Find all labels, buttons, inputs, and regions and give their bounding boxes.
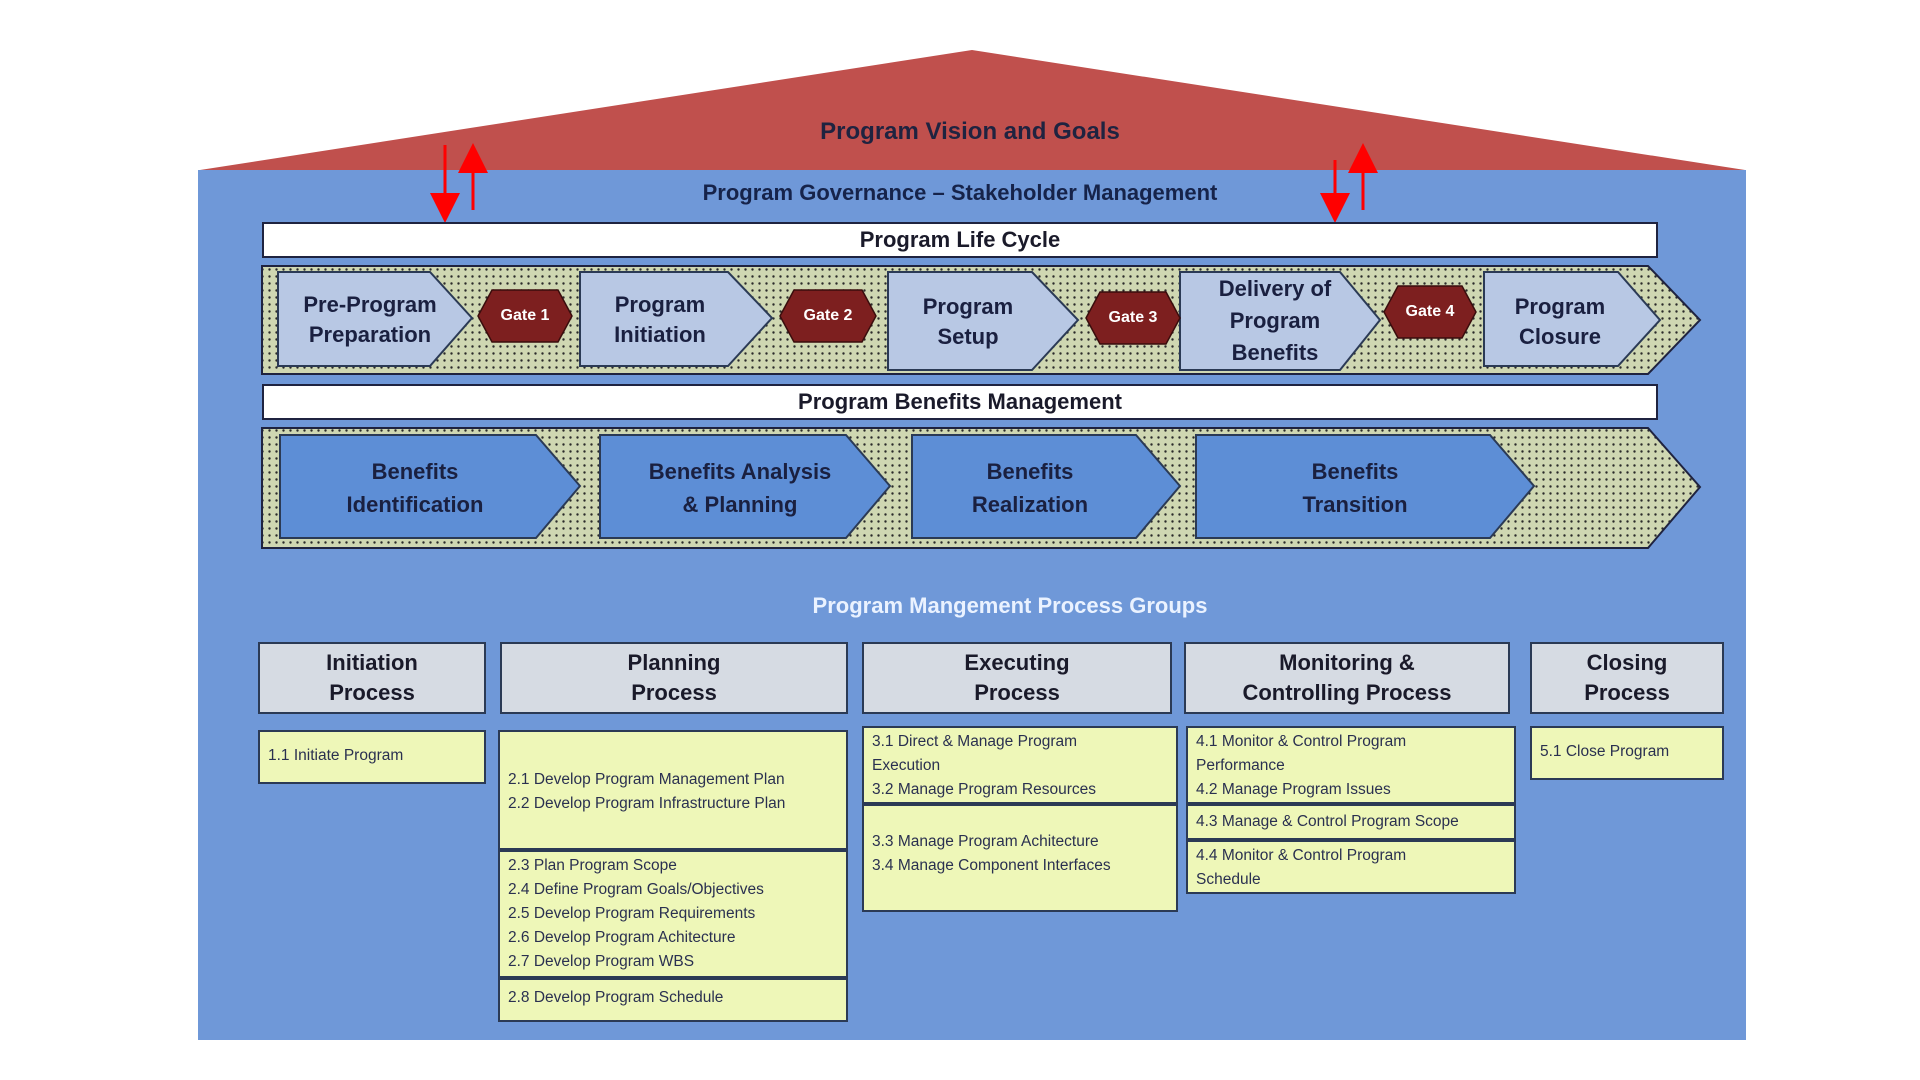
governance-arrows <box>430 143 1378 223</box>
phase-label-line1: Pre-Program <box>303 292 437 317</box>
executing-box-1: 3.1 Direct & Manage Program Execution 3.… <box>862 726 1178 804</box>
lifecycle-banner: Program Life Cycle <box>262 222 1658 258</box>
process-item: 2.3 Plan Program Scope <box>508 857 677 874</box>
header-planning: Planning Process <box>500 642 848 714</box>
header-line1: Executing <box>964 650 1070 675</box>
phase-label-line1: Program <box>614 292 706 317</box>
benefit-label-line2: Realization <box>971 492 1089 517</box>
phase-label-line3: Benefits <box>1231 340 1319 365</box>
header-line1: Monitoring & <box>1279 650 1415 675</box>
header-line2: Controlling Process <box>1242 680 1452 705</box>
header-executing: Executing Process <box>862 642 1172 714</box>
benefit-label-line2: & Planning <box>682 492 798 517</box>
gate-4-hex <box>1383 285 1477 339</box>
header-line1: Planning <box>627 650 721 675</box>
phase-label-line1: Program <box>1514 294 1606 319</box>
gate-3-hex <box>1085 291 1181 345</box>
benefit-label-line2: Identification <box>346 492 484 517</box>
header-initiation: Initiation Process <box>258 642 486 714</box>
phase-label-line1: Delivery of <box>1218 276 1332 301</box>
chevron-delivery <box>1179 271 1382 371</box>
phase-initiation: Program Initiation <box>580 280 740 360</box>
process-item: 2.6 Develop Program Achitecture <box>508 929 736 946</box>
phase-label-line2: Initiation <box>614 322 706 347</box>
header-line2: Process <box>974 680 1060 705</box>
process-item: 3.3 Manage Program Achitecture <box>872 833 1099 850</box>
process-item: Performance <box>1196 757 1285 774</box>
phase-label-line2: Program <box>1229 308 1321 333</box>
gate-1-label: Gate 1 <box>500 307 550 324</box>
process-item: 2.1 Develop Program Management Plan <box>508 771 785 788</box>
planning-box-2: 2.3 Plan Program Scope 2.4 Define Progra… <box>498 850 848 978</box>
phase-label-line2: Closure <box>1519 324 1601 349</box>
gate-3-label: Gate 3 <box>1108 309 1158 326</box>
process-item: 2.8 Develop Program Schedule <box>508 989 724 1006</box>
planning-box-1: 2.1 Develop Program Management Plan 2.2 … <box>498 730 848 850</box>
process-item: 2.5 Develop Program Requirements <box>508 905 756 922</box>
process-item: Schedule <box>1196 871 1261 888</box>
process-item: 1.1 Initiate Program <box>268 747 404 764</box>
benefit-label-line1: Benefits <box>986 459 1074 484</box>
process-item: 2.2 Develop Program Infrastructure Plan <box>508 795 786 812</box>
gate-2-label: Gate 2 <box>803 307 853 324</box>
process-item: 3.4 Manage Component Interfaces <box>872 857 1111 874</box>
monitoring-box-2: 4.3 Manage & Control Program Scope <box>1186 804 1516 840</box>
gate-2-hex <box>779 289 877 343</box>
benefit-analysis-planning: Benefits Analysis & Planning <box>610 446 870 530</box>
benefit-label-line2: Transition <box>1302 492 1408 517</box>
header-line2: Process <box>1584 680 1670 705</box>
process-item: 4.2 Manage Program Issues <box>1196 781 1391 798</box>
process-item: 2.7 Develop Program WBS <box>508 953 695 970</box>
process-item: 4.1 Monitor & Control Program <box>1196 733 1407 750</box>
process-item: Execution <box>872 757 941 774</box>
initiation-box: 1.1 Initiate Program <box>258 730 486 784</box>
monitoring-box-3: 4.4 Monitor & Control Program Schedule <box>1186 840 1516 894</box>
benefit-label-line1: Benefits <box>1311 459 1399 484</box>
chevron-benefits-analysis <box>599 434 892 539</box>
governance-title: Program Governance – Stakeholder Managem… <box>702 180 1218 205</box>
phase-label-line2: Preparation <box>308 322 432 347</box>
header-line2: Process <box>631 680 717 705</box>
phase-label-line2: Setup <box>937 324 999 349</box>
gate-4-label: Gate 4 <box>1405 303 1455 320</box>
header-closing: Closing Process <box>1530 642 1724 714</box>
gate-1-hex <box>477 289 573 343</box>
phase-delivery: Delivery of Program Benefits <box>1180 274 1370 368</box>
benefit-identification: Benefits Identification <box>290 446 540 530</box>
planning-box-3: 2.8 Develop Program Schedule <box>498 978 848 1022</box>
header-line1: Initiation <box>326 650 418 675</box>
process-item: 3.1 Direct & Manage Program <box>872 733 1078 750</box>
benefit-label-line1: Benefits <box>371 459 459 484</box>
chevron-initiation <box>579 271 774 367</box>
process-item: 3.2 Manage Program Resources <box>872 781 1097 798</box>
process-groups-title: Program Mangement Process Groups <box>812 593 1208 618</box>
phase-closure: Program Closure <box>1480 282 1640 362</box>
header-line1: Closing <box>1586 650 1668 675</box>
header-monitoring: Monitoring & Controlling Process <box>1184 642 1510 714</box>
chevron-benefits-identification <box>279 434 582 539</box>
executing-box-2: 3.3 Manage Program Achitecture 3.4 Manag… <box>862 804 1178 912</box>
roof <box>200 50 1745 170</box>
benefit-realization: Benefits Realization <box>920 446 1140 530</box>
process-item: 5.1 Close Program <box>1540 743 1670 760</box>
chevron-benefits-transition <box>1195 434 1536 539</box>
process-item: 4.4 Monitor & Control Program <box>1196 847 1407 864</box>
chevron-benefits-realization <box>911 434 1182 539</box>
phase-setup: Program Setup <box>888 282 1048 362</box>
roof-title: Program Vision and Goals <box>820 118 1120 145</box>
benefit-label-line1: Benefits Analysis <box>648 459 832 484</box>
chevron-setup <box>887 271 1080 371</box>
chevron-closure <box>1483 271 1662 367</box>
chevron-pre-program <box>277 271 474 367</box>
benefits-banner: Program Benefits Management <box>262 384 1658 420</box>
phase-pre-program: Pre-Program Preparation <box>280 280 460 360</box>
process-item: 4.3 Manage & Control Program Scope <box>1196 813 1459 830</box>
process-item: 2.4 Define Program Goals/Objectives <box>508 881 764 898</box>
header-line2: Process <box>329 680 415 705</box>
benefit-transition: Benefits Transition <box>1210 446 1500 530</box>
monitoring-box-1: 4.1 Monitor & Control Program Performanc… <box>1186 726 1516 804</box>
closing-box: 5.1 Close Program <box>1530 726 1724 780</box>
phase-label-line1: Program <box>922 294 1014 319</box>
